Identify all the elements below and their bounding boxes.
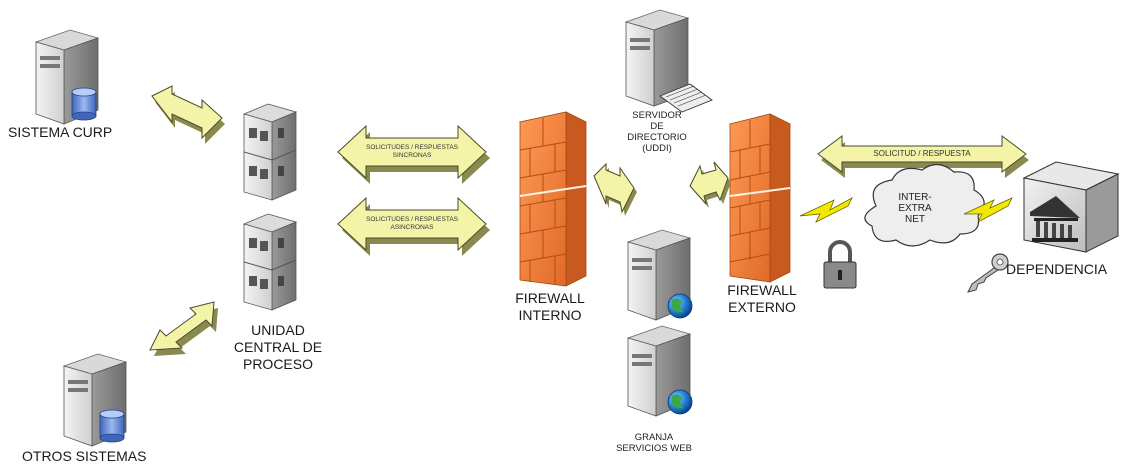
database-icon (99, 409, 125, 443)
arrow-firewall-internal (593, 162, 637, 216)
label-arrow-async: SOLICITUDES / RESPUESTAS ASINCRONAS (366, 216, 458, 231)
keyboard-icon (659, 83, 713, 113)
columns-icon (1030, 196, 1080, 242)
firewall-external-icon (728, 113, 792, 283)
label-arrow-request: SOLICITUD / RESPUESTA (873, 149, 971, 158)
arrow-async (337, 196, 490, 256)
central-unit-top-rack-icon (242, 103, 298, 201)
padlock-icon (823, 240, 857, 289)
arrow-sync (337, 124, 490, 184)
label-servidor-directorio: SERVIDOR DE DIRECTORIO (UDDI) (627, 110, 687, 154)
label-firewall-externo: FIREWALL EXTERNO (727, 282, 797, 315)
globe-icon (667, 389, 693, 415)
lightning-left-icon (799, 197, 853, 223)
firewall-internal-icon (518, 111, 588, 287)
web-farm-server-top-icon (626, 229, 693, 321)
database-icon (71, 87, 97, 121)
globe-icon (667, 293, 693, 319)
curp-server-icon (34, 29, 100, 125)
arrow-firewall-external (689, 161, 731, 208)
otros-server-icon (62, 353, 128, 447)
label-firewall-interno: FIREWALL INTERNO (515, 290, 585, 323)
cloud-icon (864, 163, 985, 247)
label-unidad-central: UNIDAD CENTRAL DE PROCESO (233, 322, 323, 372)
label-otros-sistemas: OTROS SISTEMAS (22, 448, 147, 464)
arrow-curp-central (151, 85, 225, 144)
web-farm-server-bottom-icon (626, 325, 693, 417)
directory-server-icon (624, 9, 713, 113)
lightning-right-icon (963, 197, 1013, 223)
label-sistema-curp: SISTEMA CURP (8, 124, 113, 140)
central-unit-bottom-rack-icon (242, 213, 298, 311)
arrow-otros-central (149, 301, 218, 356)
label-dependencia: DEPENDENCIA (1006, 261, 1108, 277)
arrow-request-response (817, 135, 1029, 178)
key-icon (967, 253, 1009, 293)
label-cloud: INTER- EXTRA NET (898, 192, 932, 225)
label-arrow-sync: SOLICITUDES / RESPUESTAS SINCRONAS (366, 144, 458, 159)
label-granja-servicios: GRANJA SERVICIOS WEB (616, 432, 692, 454)
dependency-building-icon (1022, 161, 1120, 253)
